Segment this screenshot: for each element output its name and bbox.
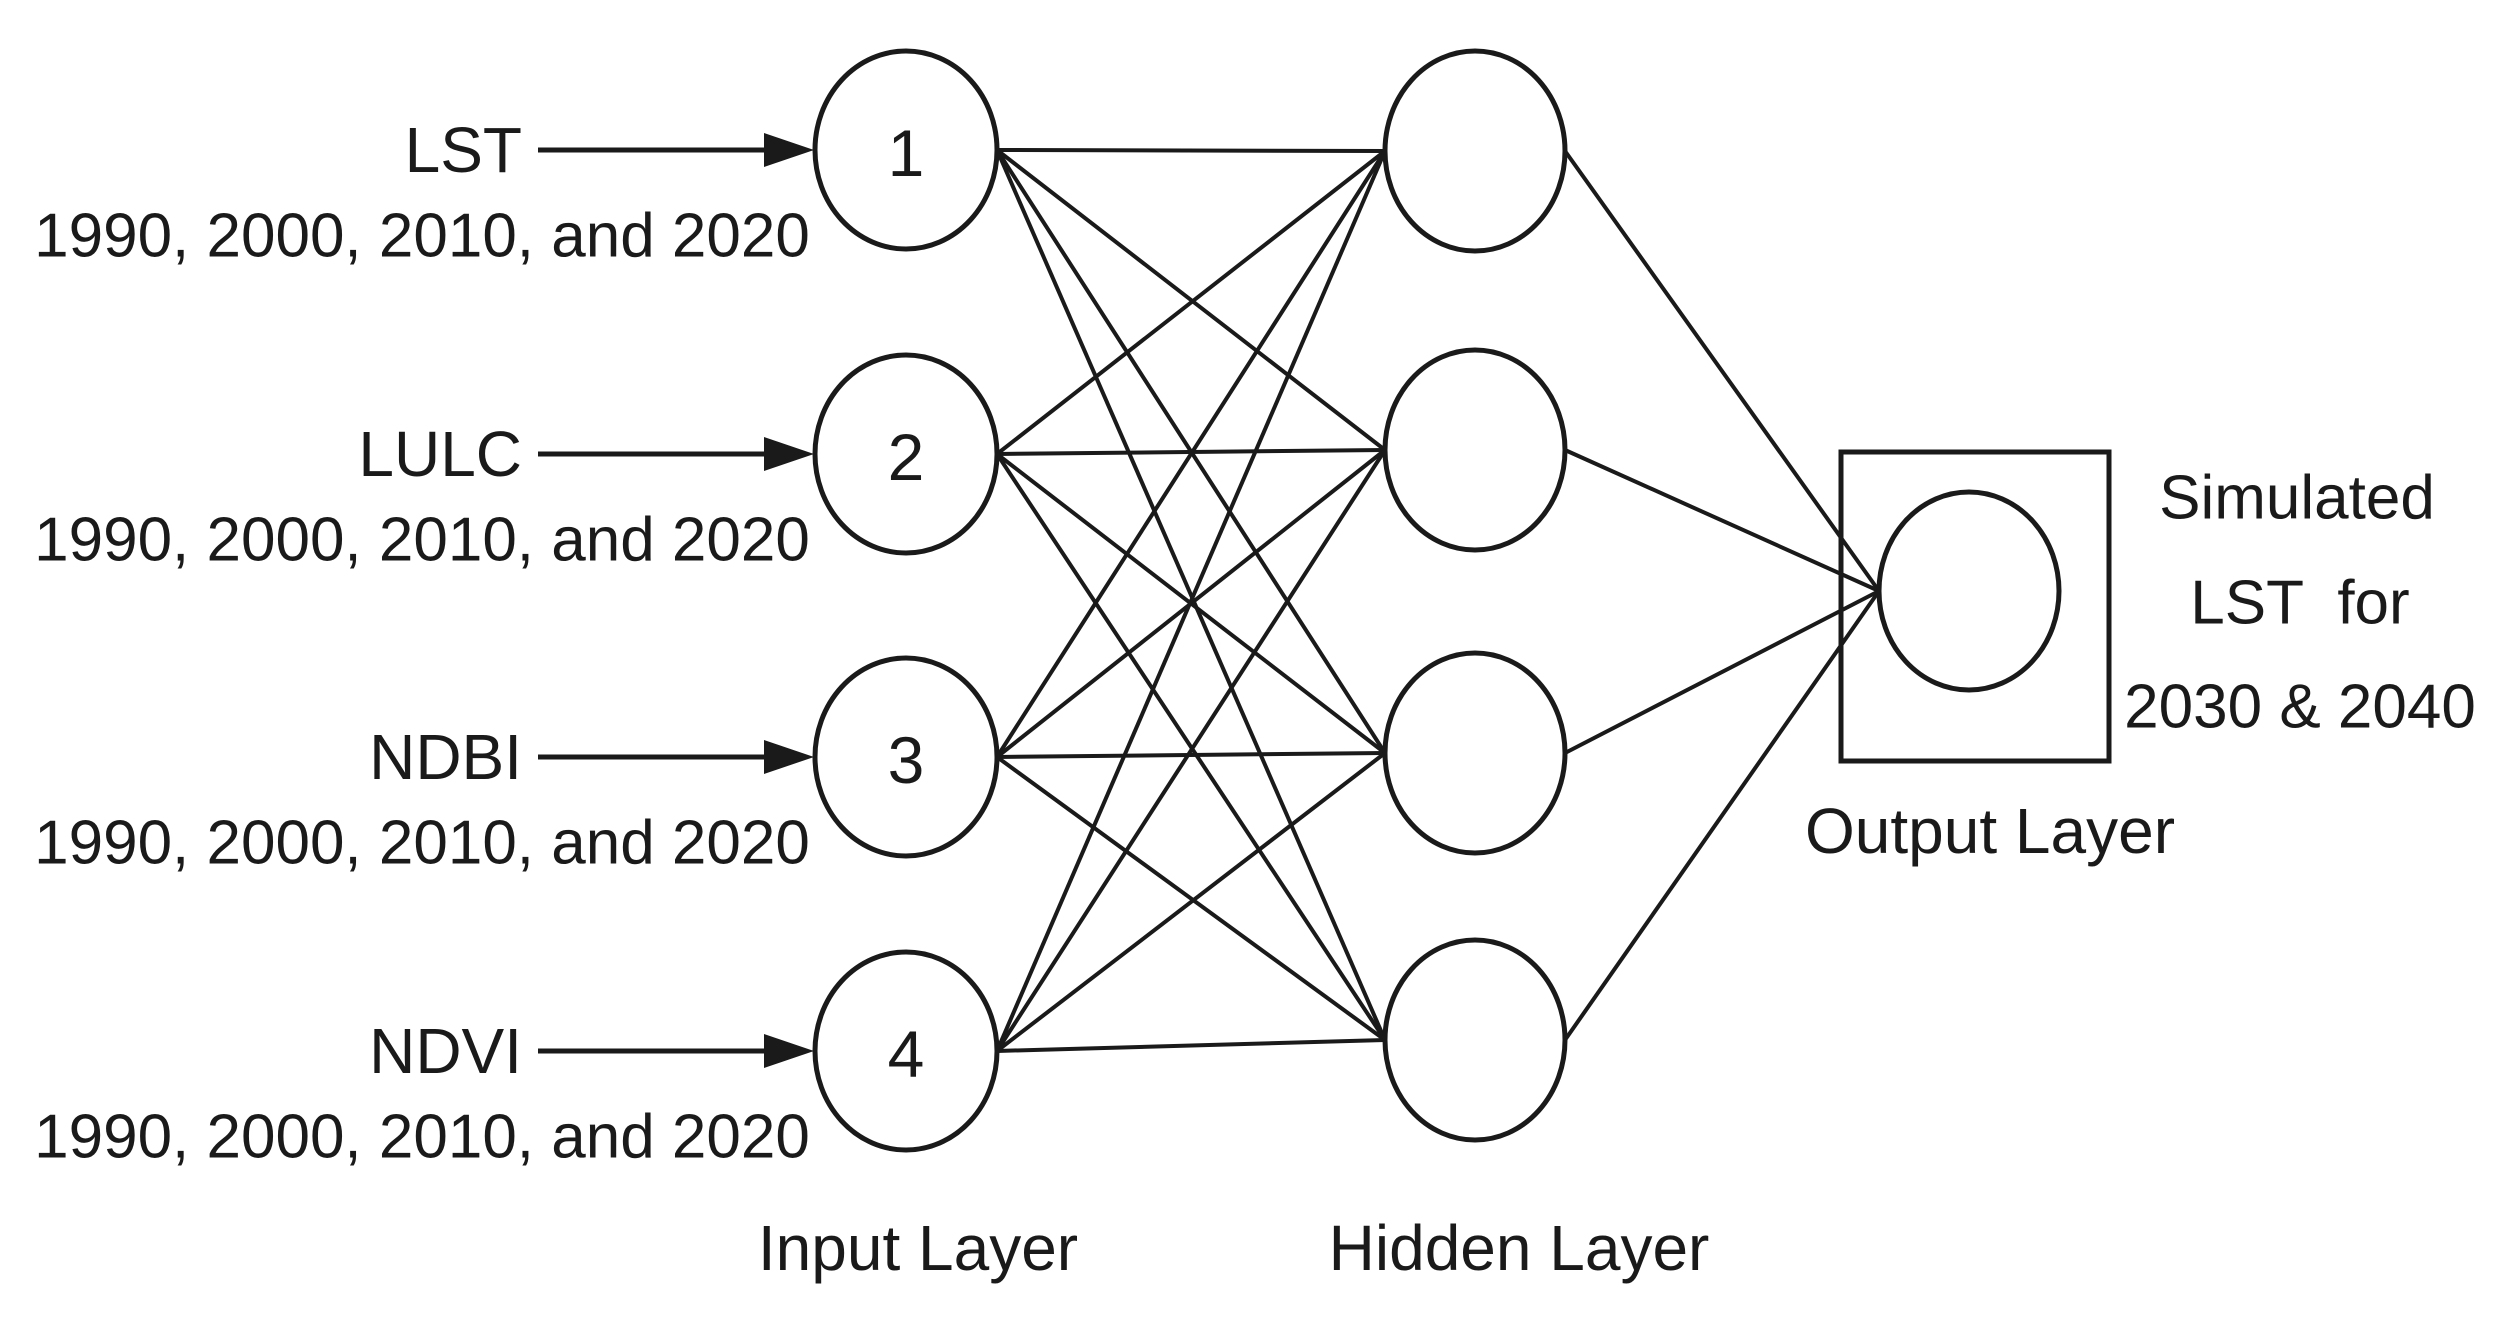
input-node-1-number: 1 bbox=[888, 116, 925, 190]
input-node-2 bbox=[812, 352, 1000, 556]
edge-h2-o1 bbox=[1564, 448, 1880, 593]
input-node-4 bbox=[812, 949, 1000, 1153]
arrow-head-lst bbox=[764, 133, 814, 167]
output-annotation-line-2: LST for bbox=[2190, 569, 2409, 638]
input-node-3 bbox=[812, 655, 1000, 859]
arrow-head-ndbi bbox=[764, 740, 814, 774]
input-layer-nodes: 1 2 3 4 bbox=[812, 48, 1000, 1153]
edge-i3-h3 bbox=[996, 751, 1386, 759]
edge-i3-h4 bbox=[995, 755, 1387, 1042]
input-label-lulc: LULC bbox=[358, 418, 522, 490]
input-node-4-number: 4 bbox=[888, 1017, 925, 1091]
input-node-3-number: 3 bbox=[888, 723, 925, 797]
hidden-output-connections bbox=[1563, 149, 1881, 1042]
input-years-ndvi: 1990, 2000, 2010, and 2020 bbox=[34, 1103, 810, 1172]
output-box bbox=[1838, 449, 2112, 764]
edge-i4-h1 bbox=[995, 150, 1387, 1052]
input-label-ndbi: NDBI bbox=[369, 721, 522, 793]
edge-h1-o1 bbox=[1563, 149, 1881, 593]
input-label-lst: LST bbox=[405, 114, 522, 186]
input-node-2-number: 2 bbox=[888, 420, 925, 494]
edge-i1-h4 bbox=[995, 149, 1387, 1041]
edge-i1-h1 bbox=[996, 148, 1386, 153]
input-years-lulc: 1990, 2000, 2010, and 2020 bbox=[34, 506, 810, 575]
input-node-1 bbox=[812, 48, 1000, 252]
input-years-ndbi: 1990, 2000, 2010, and 2020 bbox=[34, 809, 810, 878]
edge-i4-h4 bbox=[996, 1038, 1386, 1053]
edge-h4-o1 bbox=[1563, 589, 1881, 1042]
output-annotation-line-1: Simulated bbox=[2159, 464, 2435, 533]
output-annotation-line-3: 2030 & 2040 bbox=[2124, 673, 2476, 742]
arrow-head-ndvi bbox=[764, 1034, 814, 1068]
input-years-lst: 1990, 2000, 2010, and 2020 bbox=[34, 202, 810, 271]
hidden-node-4 bbox=[1382, 937, 1568, 1143]
edge-i4-h2 bbox=[995, 448, 1387, 1053]
input-label-ndvi: NDVI bbox=[369, 1015, 522, 1087]
output-node-1 bbox=[1876, 489, 2062, 693]
edge-h3-o1 bbox=[1564, 589, 1880, 755]
edge-i4-h3 bbox=[995, 751, 1387, 1053]
edge-i3-h1 bbox=[995, 149, 1387, 759]
output-layer-node bbox=[1838, 449, 2112, 764]
edge-i2-h1 bbox=[995, 149, 1387, 456]
arrow-head-lulc bbox=[764, 437, 814, 471]
output-annotation: Simulated LST for 2030 & 2040 bbox=[2124, 464, 2476, 742]
output-layer-caption: Output Layer bbox=[1805, 795, 2175, 867]
input-hidden-connections bbox=[995, 148, 1387, 1053]
input-layer-caption: Input Layer bbox=[758, 1212, 1078, 1284]
layer-captions: Input Layer Hidden Layer Output Layer bbox=[758, 795, 2175, 1284]
hidden-layer-caption: Hidden Layer bbox=[1329, 1212, 1710, 1284]
input-arrows bbox=[538, 133, 814, 1068]
input-labels: LST LULC NDBI NDVI 1990, 2000, 2010, and… bbox=[34, 114, 810, 1172]
hidden-layer-nodes bbox=[1382, 48, 1568, 1143]
hidden-node-1 bbox=[1382, 48, 1568, 254]
hidden-node-3 bbox=[1382, 650, 1568, 856]
hidden-node-2 bbox=[1382, 347, 1568, 553]
